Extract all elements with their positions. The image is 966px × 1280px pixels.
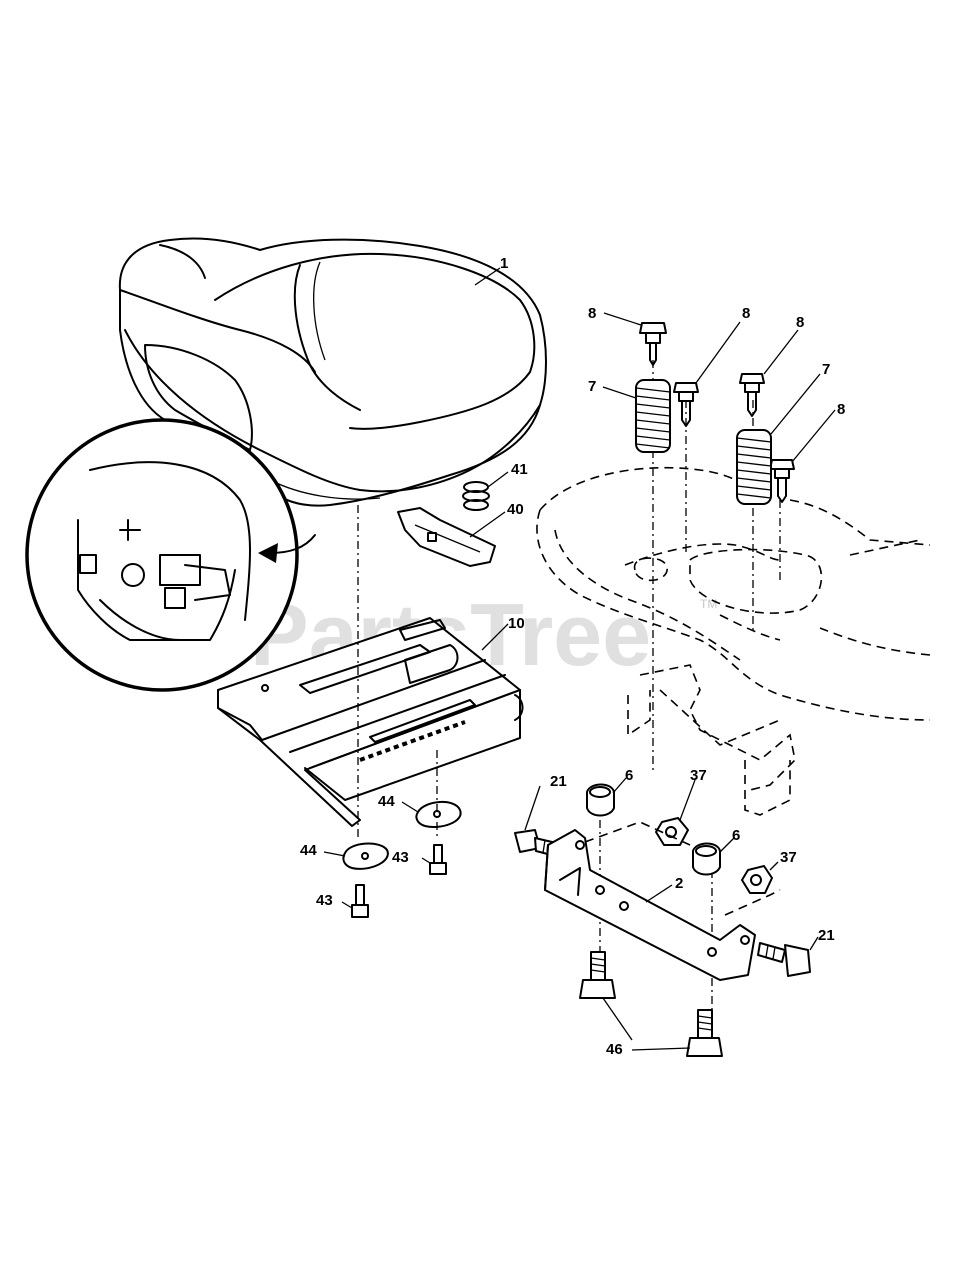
washer-part-44-right[interactable] bbox=[415, 801, 462, 828]
curved-arrow-icon bbox=[258, 534, 316, 563]
nut-part-6-left[interactable] bbox=[586, 783, 615, 817]
callout-labels: 1 8 8 8 8 7 7 41 40 10 21 21 6 6 37 37 2… bbox=[300, 255, 845, 1058]
callout-6-a[interactable]: 6 bbox=[625, 767, 633, 784]
bolt-part-21-right[interactable] bbox=[757, 942, 811, 977]
bolt-part-8-b[interactable] bbox=[673, 382, 699, 427]
spring-part-7-left[interactable] bbox=[635, 379, 671, 453]
bracket-part-2[interactable] bbox=[544, 821, 781, 981]
seat-pan-slot-row bbox=[359, 699, 476, 762]
bolt-part-43-right[interactable] bbox=[429, 844, 447, 875]
callout-43-a[interactable]: 43 bbox=[392, 849, 409, 866]
callout-1[interactable]: 1 bbox=[500, 255, 508, 272]
bolt-part-46-left[interactable] bbox=[579, 951, 616, 999]
watermark-trademark: TM bbox=[700, 597, 717, 611]
spring-part-41[interactable] bbox=[462, 481, 490, 511]
bracket-part-40[interactable] bbox=[397, 507, 496, 567]
callout-40[interactable]: 40 bbox=[507, 501, 524, 518]
nut-part-37-right[interactable] bbox=[741, 865, 773, 894]
callout-37-a[interactable]: 37 bbox=[690, 767, 707, 784]
callout-6-b[interactable]: 6 bbox=[732, 827, 740, 844]
callout-7-a[interactable]: 7 bbox=[588, 378, 596, 395]
callout-44-a[interactable]: 44 bbox=[378, 793, 395, 810]
spring-part-7-right[interactable] bbox=[736, 429, 772, 505]
callout-8-c[interactable]: 8 bbox=[796, 314, 804, 331]
detail-inset-circle bbox=[25, 418, 299, 692]
bolt-part-8-a[interactable] bbox=[639, 322, 667, 366]
callout-46[interactable]: 46 bbox=[606, 1041, 623, 1058]
callout-21-b[interactable]: 21 bbox=[818, 927, 835, 944]
bolt-part-8-d[interactable] bbox=[769, 459, 795, 503]
callout-21-a[interactable]: 21 bbox=[550, 773, 567, 790]
callout-8-a[interactable]: 8 bbox=[588, 305, 596, 322]
bolt-part-8-c[interactable] bbox=[739, 373, 765, 417]
callout-8-b[interactable]: 8 bbox=[742, 305, 750, 322]
callout-43-b[interactable]: 43 bbox=[316, 892, 333, 909]
callout-44-b[interactable]: 44 bbox=[300, 842, 317, 859]
callout-8-d[interactable]: 8 bbox=[837, 401, 845, 418]
detail-clip-left-icon bbox=[79, 554, 97, 574]
callout-10[interactable]: 10 bbox=[508, 615, 525, 632]
callout-41[interactable]: 41 bbox=[511, 461, 528, 478]
bolt-part-43-left[interactable] bbox=[351, 884, 369, 918]
washer-part-44-left[interactable] bbox=[342, 842, 389, 870]
callout-2[interactable]: 2 bbox=[675, 875, 683, 892]
seat-pan-part-10[interactable] bbox=[217, 617, 524, 827]
bolt-part-46-right[interactable] bbox=[686, 1009, 723, 1057]
callout-7-b[interactable]: 7 bbox=[822, 361, 830, 378]
leader-lines bbox=[323, 267, 836, 1051]
nut-part-6-right[interactable] bbox=[692, 842, 721, 876]
callout-37-b[interactable]: 37 bbox=[780, 849, 797, 866]
